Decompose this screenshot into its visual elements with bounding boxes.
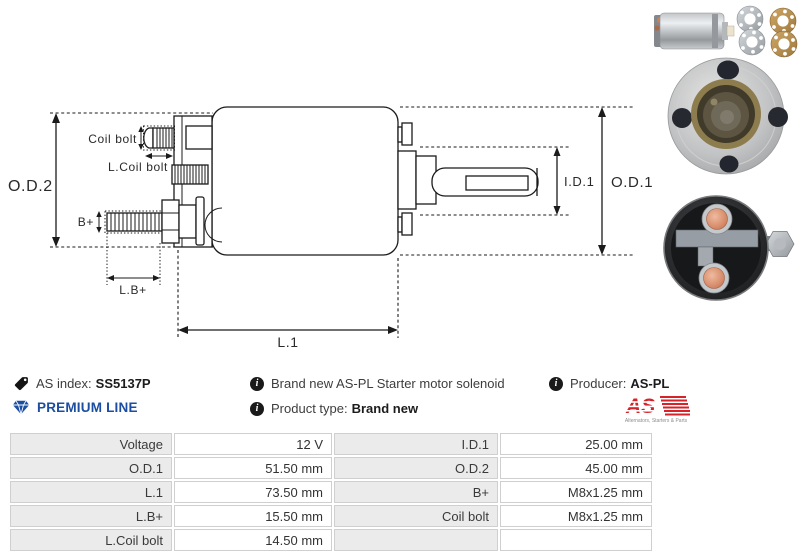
producer-value: AS-PL: [630, 376, 670, 391]
b-plus-bolt-drawing: [96, 196, 205, 246]
tag-icon: [14, 377, 28, 391]
plunger-shaft-drawing: [397, 122, 539, 236]
table-row: Voltage 12 V I.D.1 25.00 mm: [10, 433, 652, 455]
logo-caption: Alternators, Starters & Parts: [625, 418, 688, 424]
spec-value-cell: 12 V: [174, 433, 332, 455]
spec-label-cell: L.B+: [10, 505, 172, 527]
as-index: AS index: SS5137P: [14, 376, 151, 391]
washer-silver-2: [738, 28, 766, 56]
l1-label: L.1: [277, 334, 298, 350]
b-plus-label: B+: [78, 215, 94, 229]
description-text: Brand new AS-PL Starter motor solenoid: [271, 376, 505, 391]
as-index-value: SS5137P: [95, 376, 151, 391]
spec-label-cell: Coil bolt: [334, 505, 498, 527]
technical-drawing: O.D.2 Coil bolt L.Coil bolt B+ L.B+ L.1 …: [8, 106, 653, 350]
spec-value-cell: M8x1.25 mm: [500, 481, 652, 503]
spec-label-cell: L.Coil bolt: [10, 529, 172, 551]
spec-value-cell: 14.50 mm: [174, 529, 332, 551]
info-icon: [250, 401, 264, 416]
spec-label-cell: L.1: [10, 481, 172, 503]
spec-value-cell: 51.50 mm: [174, 457, 332, 479]
producer: Producer: AS-PL: [549, 376, 669, 391]
info-icon: [250, 376, 264, 391]
od2-label: O.D.2: [8, 178, 53, 195]
terminal-bottom: [698, 262, 730, 294]
producer-label: Producer:: [570, 376, 627, 391]
logo-stripes: [660, 396, 690, 416]
coil-bolt-drawing: [138, 125, 175, 151]
washer-brass-1: [769, 7, 797, 35]
spec-label-cell: [334, 529, 498, 551]
diamond-icon: [12, 400, 30, 415]
washer-brass-2: [770, 30, 798, 58]
info-icon: [549, 376, 563, 391]
spec-label-cell: O.D.2: [334, 457, 498, 479]
spec-value-cell: 25.00 mm: [500, 433, 652, 455]
product-type-label: Product type:: [271, 401, 348, 416]
premium-line: PREMIUM LINE: [12, 400, 138, 415]
photo-solenoid-rear-terminals: [663, 195, 795, 301]
product-photos: [654, 5, 798, 301]
table-row: O.D.1 51.50 mm O.D.2 45.00 mm: [10, 457, 652, 479]
table-row: L.B+ 15.50 mm Coil bolt M8x1.25 mm: [10, 505, 652, 527]
product-type: Product type: Brand new: [250, 401, 418, 416]
dimension-labels: O.D.2 Coil bolt L.Coil bolt B+ L.B+ L.1 …: [8, 132, 653, 350]
dimension-arrows: [52, 107, 606, 334]
spec-label-cell: B+: [334, 481, 498, 503]
as-pl-logo: AS Alternators, Starters & Parts: [622, 395, 690, 424]
l-b-plus-label: L.B+: [119, 283, 146, 297]
premium-line-label: PREMIUM LINE: [37, 400, 138, 415]
spec-value-cell: [500, 529, 652, 551]
spec-value-cell: 45.00 mm: [500, 457, 652, 479]
terminal-top: [701, 203, 733, 235]
spec-value-cell: 73.50 mm: [174, 481, 332, 503]
spec-label-cell: O.D.1: [10, 457, 172, 479]
spec-label-cell: I.D.1: [334, 433, 498, 455]
photo-solenoid-front-flange: [667, 57, 788, 175]
table-row: L.Coil bolt 14.50 mm: [10, 529, 652, 551]
l-coil-bolt-label: L.Coil bolt: [108, 160, 168, 174]
washer-silver-1: [736, 5, 764, 33]
spec-table: Voltage 12 V I.D.1 25.00 mm O.D.1 51.50 …: [8, 431, 654, 553]
as-index-label: AS index:: [36, 376, 92, 391]
id1-label: I.D.1: [564, 174, 594, 189]
coil-terminal-drawing: [171, 164, 209, 185]
photo-solenoid-with-washers: [654, 5, 798, 58]
spec-value-cell: M8x1.25 mm: [500, 505, 652, 527]
table-row: L.1 73.50 mm B+ M8x1.25 mm: [10, 481, 652, 503]
coil-bolt-label: Coil bolt: [88, 132, 137, 146]
product-type-value: Brand new: [351, 401, 419, 416]
spec-value-cell: 15.50 mm: [174, 505, 332, 527]
product-description: Brand new AS-PL Starter motor solenoid: [250, 376, 505, 391]
od1-label: O.D.1: [611, 174, 653, 191]
spec-label-cell: Voltage: [10, 433, 172, 455]
